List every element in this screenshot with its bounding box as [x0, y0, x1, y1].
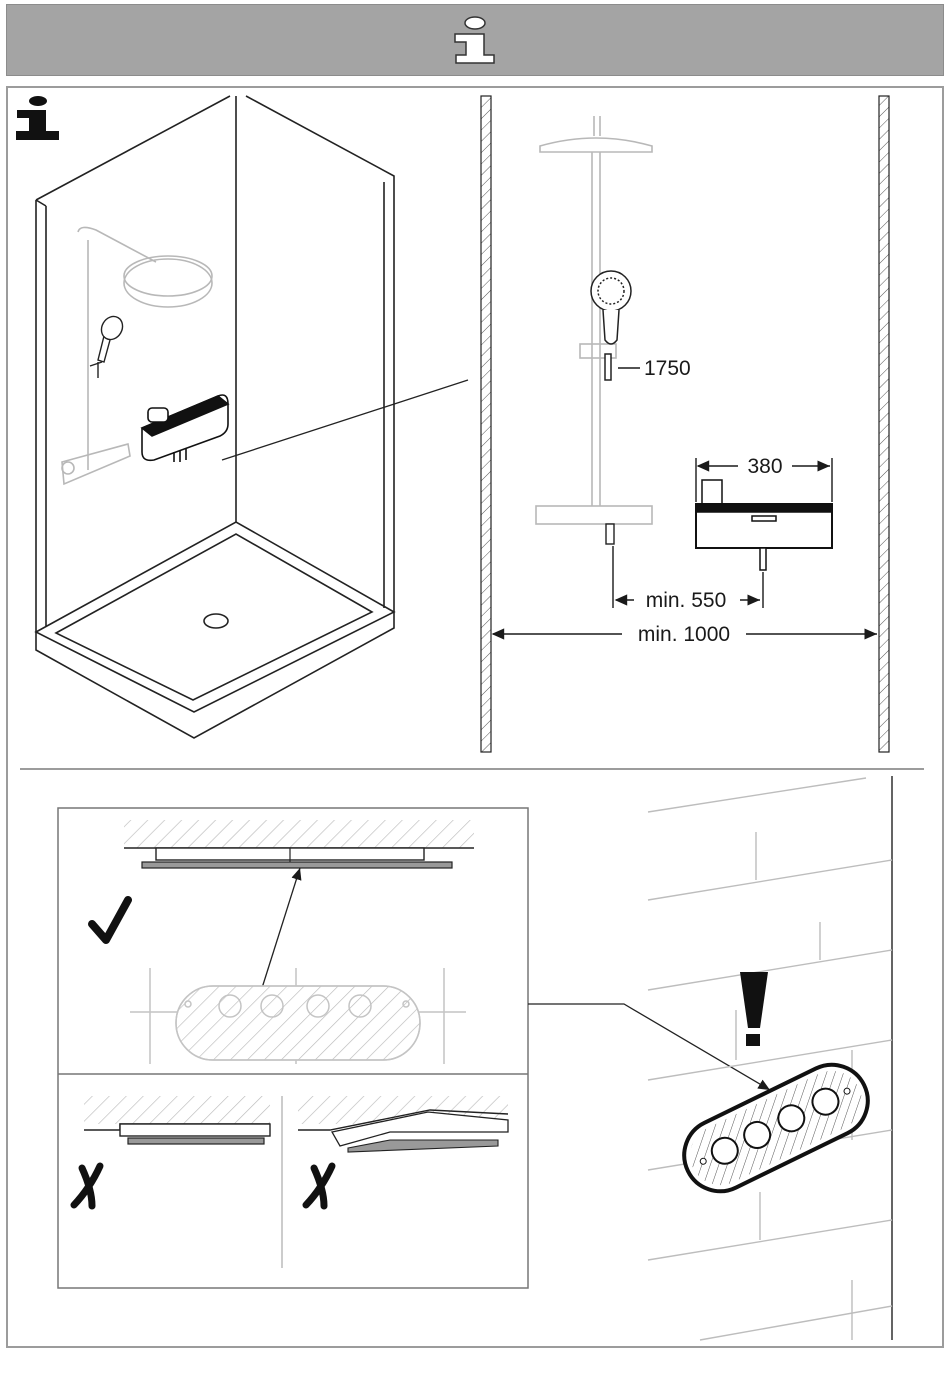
- warning-exclamation-icon: [740, 972, 768, 1046]
- mounting-plate-on-wall: [672, 1053, 880, 1204]
- dimension-min-distance: min. 550: [646, 589, 727, 612]
- dimension-height-holder: 1750: [644, 357, 691, 380]
- cross-mark-icon: [74, 1166, 100, 1206]
- mixer-connector: [606, 524, 614, 544]
- hand-shower-small: [90, 313, 127, 378]
- tiled-wall: [648, 776, 892, 1340]
- info-icon: [455, 17, 494, 63]
- hand-shower: [591, 271, 631, 380]
- dimension-min-width: min. 1000: [638, 623, 730, 646]
- check-mark-icon: [92, 900, 128, 940]
- cross-mark-icon: [306, 1166, 332, 1206]
- mounting-plate-on-tiles: [130, 968, 466, 1064]
- wrong-mounting-section-tilted: [298, 1096, 508, 1152]
- leader-line-detail: [528, 1004, 770, 1090]
- wrong-mounting-section-step: [84, 1096, 270, 1144]
- info-icon: [16, 96, 59, 140]
- correct-mounting-section: [124, 820, 474, 988]
- shower-tray-unit: [696, 480, 832, 570]
- right-wall-section: [879, 96, 889, 752]
- leader-line: [222, 380, 468, 460]
- shower-column-faded: [536, 116, 652, 524]
- left-wall-section: [481, 96, 491, 752]
- shower-tray-unit-small: [142, 395, 228, 462]
- dimension-unit-width: 380: [747, 455, 782, 478]
